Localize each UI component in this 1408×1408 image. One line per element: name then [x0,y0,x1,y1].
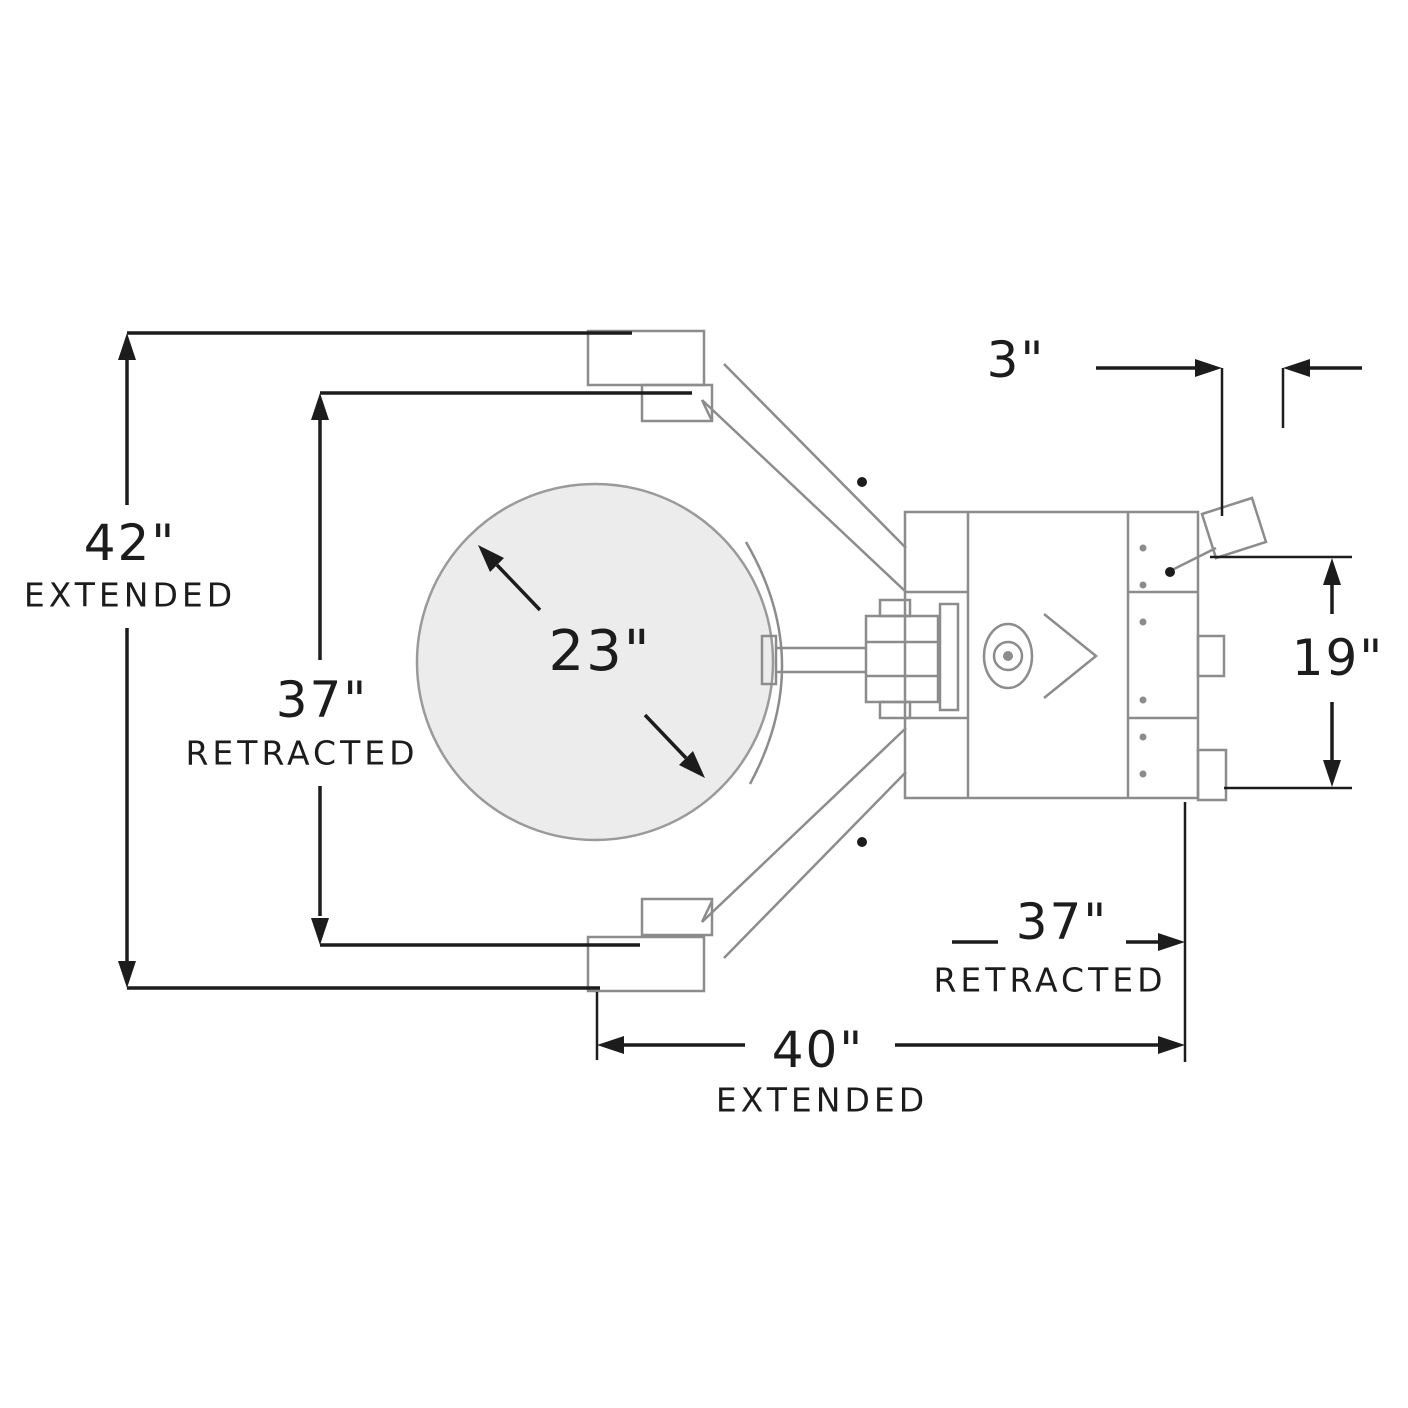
upper-arm [586,329,907,593]
dim-42-extended [118,331,632,990]
arrowhead-up [1323,558,1341,585]
arrowhead-left [597,1036,624,1054]
dim-23-diameter [478,545,705,778]
body-frame [903,510,1200,800]
label-37-right-value: 37" [1015,893,1109,951]
arrowhead-upper-left [478,545,504,572]
clamp-mechanism [760,598,1098,720]
arrowhead-left [1283,359,1310,377]
top-right-flap [1200,496,1268,560]
label-drum-diameter: 23" [548,619,652,684]
label-19-value: 19" [1291,629,1385,687]
machine-linework [415,329,1268,993]
clamp-arc [744,541,784,785]
machine-body [903,496,1268,802]
joint-dots [857,477,1175,847]
arrowhead-up [311,393,329,420]
label-37-right-caption: RETRACTED [933,960,1167,1000]
dim-3 [1096,359,1362,516]
label-42-value: 42" [83,514,177,572]
pivot-circle [992,640,1024,672]
bottom-right-tab [1196,748,1228,802]
arrowhead-right [1195,359,1222,377]
arrowhead-down [311,918,329,945]
label-37-left-caption: RETRACTED [185,733,419,773]
arrowhead-right [1158,1036,1185,1054]
pivot-housing [982,622,1034,690]
label-40-value: 40" [771,1021,865,1079]
label-3-value: 3" [986,331,1046,389]
v-clamp [1043,613,1098,699]
dim-19 [1210,555,1352,790]
lower-gripper-pad [586,935,706,993]
dim-37-retracted-right [952,802,1187,1062]
dim-37-retracted-left [311,391,692,947]
label-40-caption: EXTENDED [715,1080,929,1120]
label-37-left-value: 37" [275,671,369,729]
label-42-caption: EXTENDED [23,575,237,615]
arrowhead-lower-right [679,751,705,778]
arrowhead-down [118,961,136,988]
arrowhead-down [1323,760,1341,787]
dimension-linework [118,331,1362,1062]
upper-gripper-pad [586,329,706,387]
dim-40-extended [595,992,1185,1060]
arrowhead-up [118,333,136,360]
bolt-marks [1139,544,1147,778]
lower-arm [586,727,907,993]
arrowhead-right [1158,933,1185,951]
right-tab [1196,634,1226,678]
